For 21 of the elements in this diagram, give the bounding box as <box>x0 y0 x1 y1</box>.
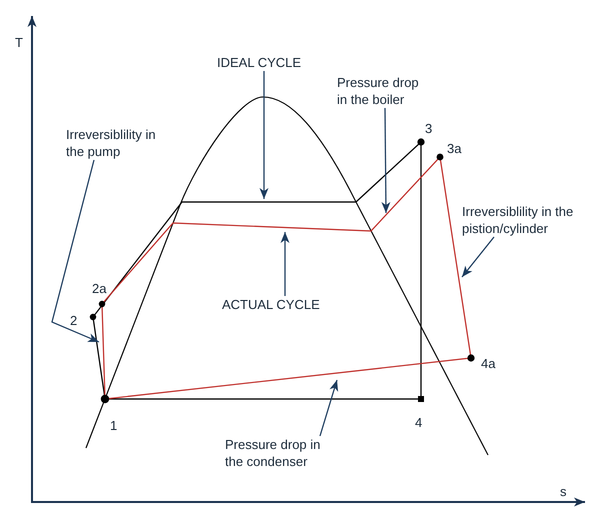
annotation-text: ACTUAL CYCLE <box>222 296 320 313</box>
annotation-arrow <box>381 108 390 213</box>
point-label: 2a <box>92 281 106 296</box>
point-label: 3 <box>425 121 432 136</box>
point-label: 4 <box>415 415 422 430</box>
annotation-text: Irreversiblility in the pump <box>66 126 166 160</box>
axis-label: T <box>15 35 23 50</box>
annotation-text: Irreversiblility in the pistion/cylinder <box>462 203 586 237</box>
annotation-arrow <box>319 380 338 436</box>
annotation-text: Pressure drop in the condenser <box>225 436 331 470</box>
point-label: 3a <box>447 141 462 156</box>
annotation-text: Pressure drop in the boiler <box>337 74 427 108</box>
annotation-arrow <box>260 71 268 199</box>
annotation-arrow <box>280 232 290 296</box>
annotation-arrow <box>462 236 494 278</box>
axis-label: s <box>560 484 566 499</box>
point-label: 4a <box>481 356 496 371</box>
point-label: 2 <box>70 313 78 328</box>
annotation-arrow <box>51 160 100 343</box>
annotation-text: IDEAL CYCLE <box>217 54 302 71</box>
point-label: 1 <box>110 418 118 433</box>
